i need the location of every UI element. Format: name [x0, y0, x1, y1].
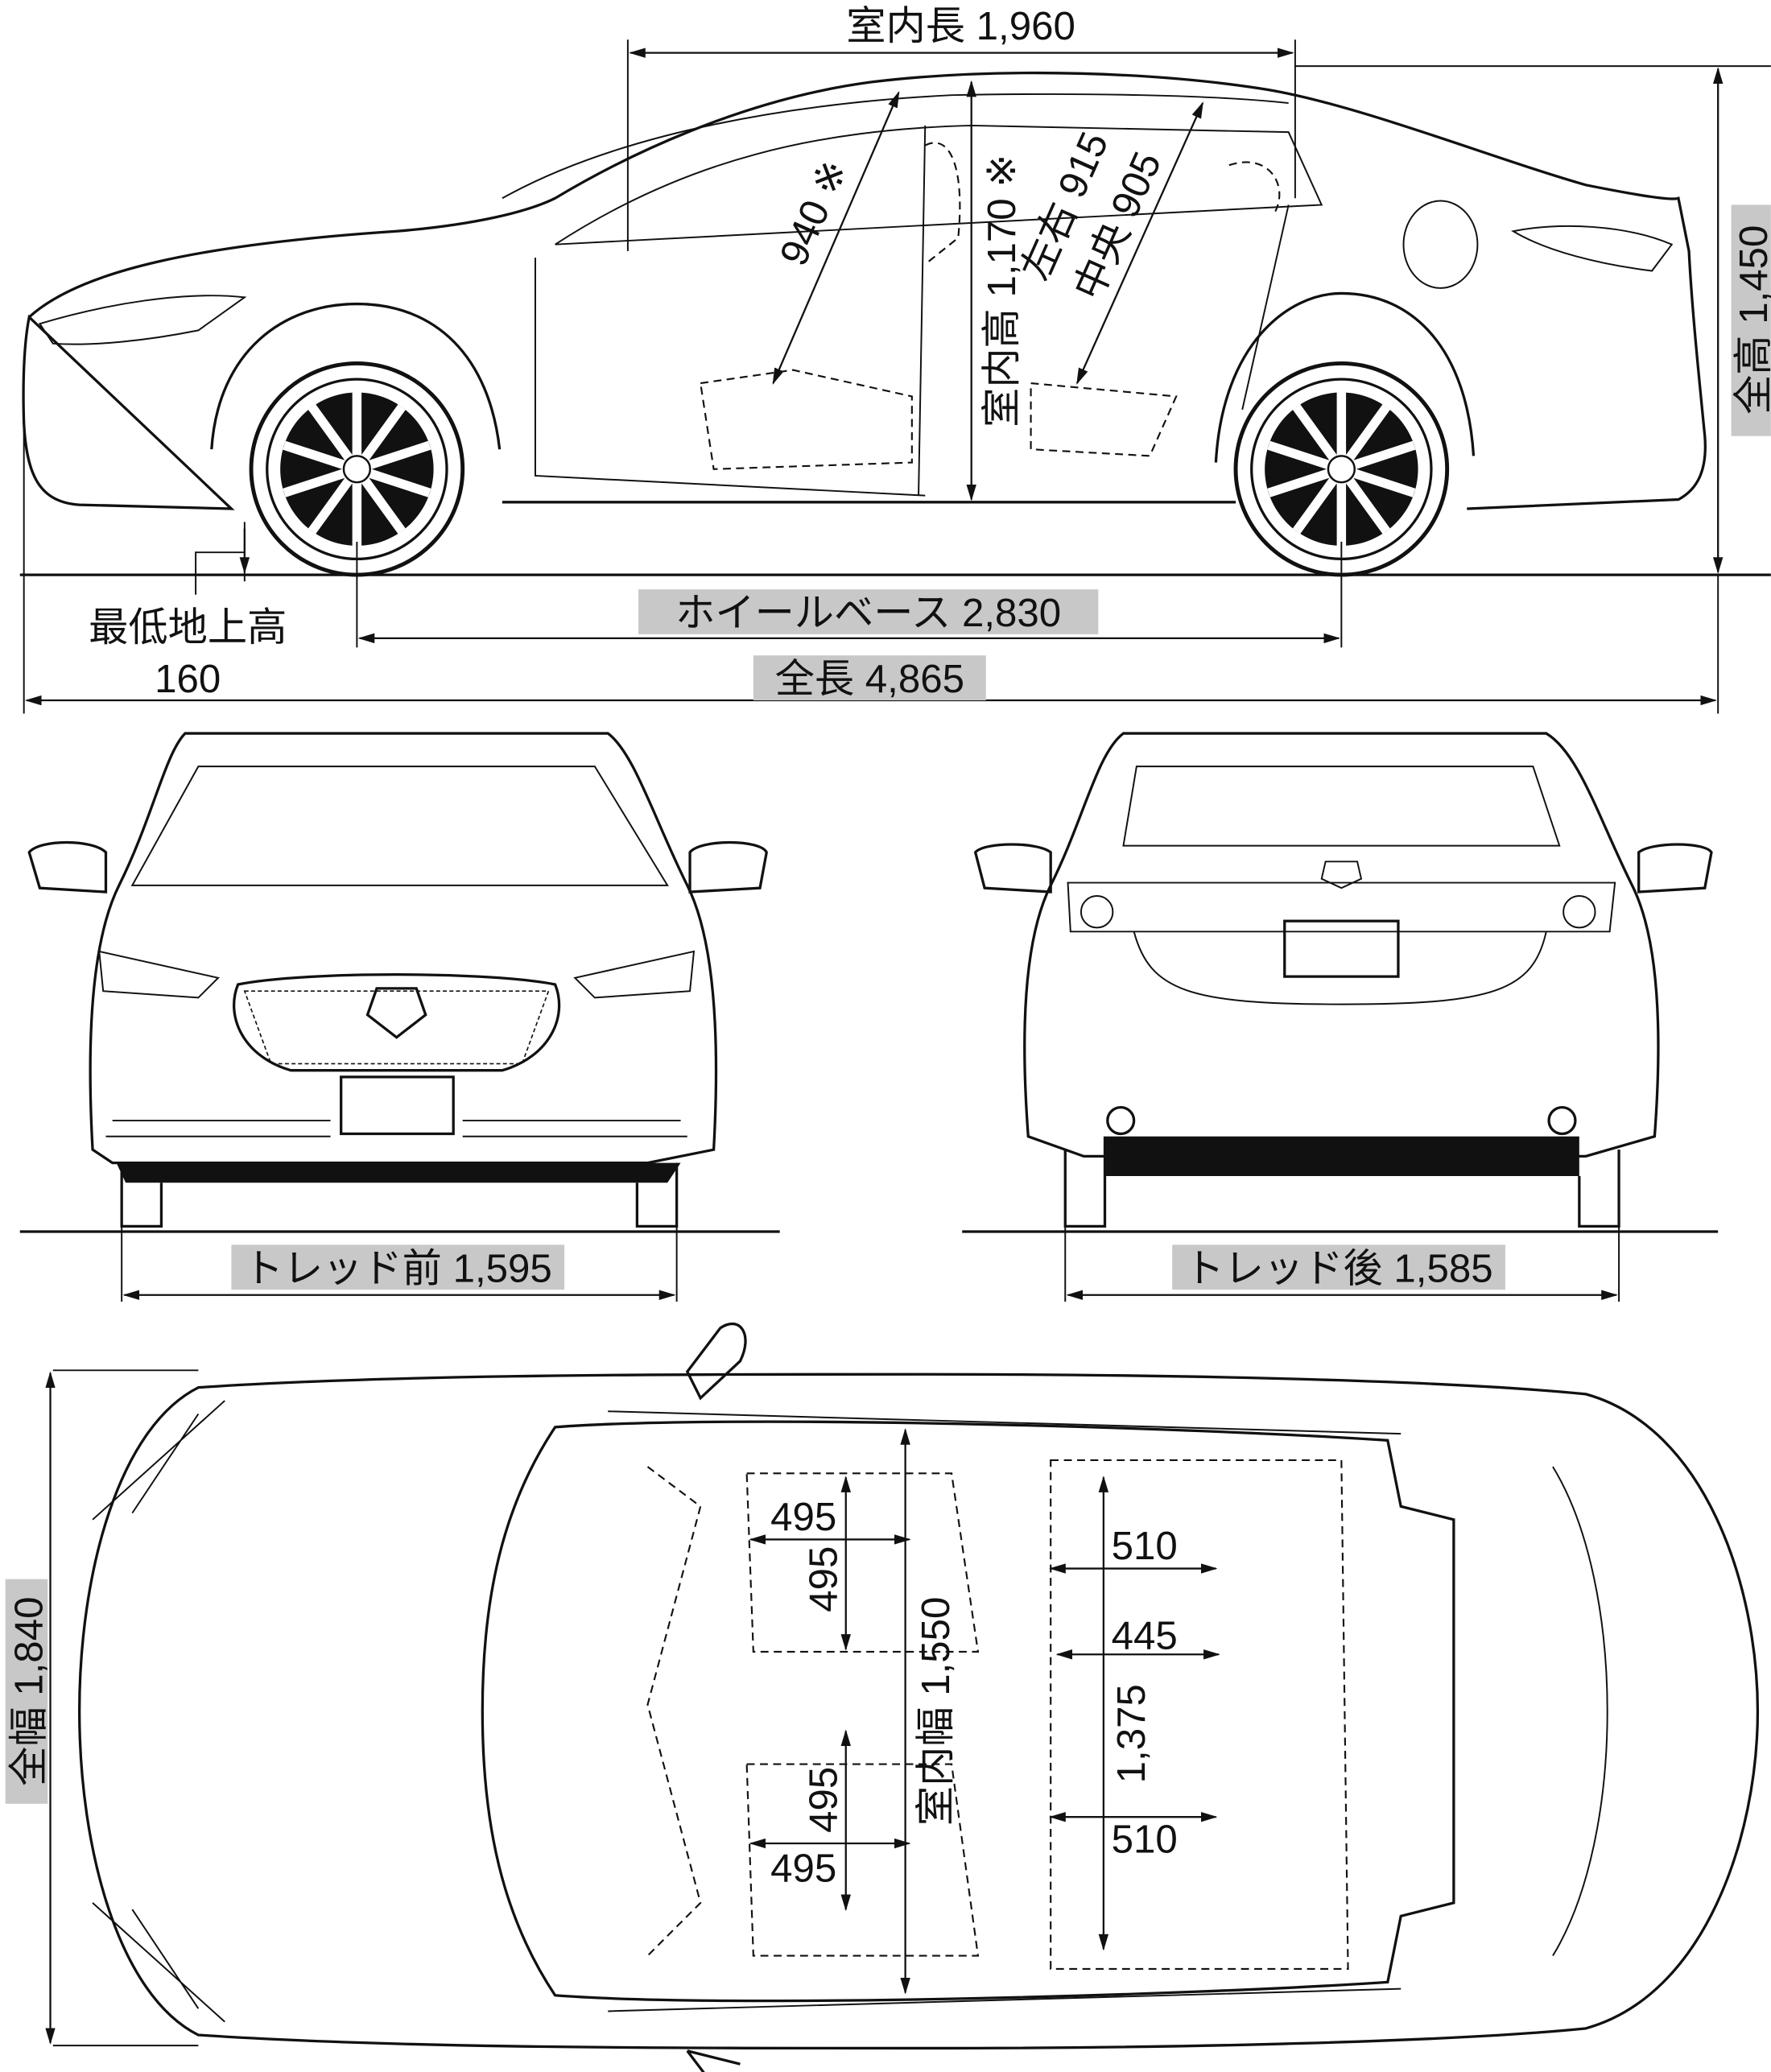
front-seat-depth-lower: 495 — [801, 1767, 845, 1833]
wheelbase-label: ホイールベース 2,830 — [675, 591, 1061, 635]
tread-rear-label: トレッド後 1,585 — [1185, 1246, 1493, 1290]
front-wheel — [249, 361, 465, 577]
tread-front-label: トレッド前 1,595 — [244, 1246, 552, 1290]
rear-wheel — [1233, 361, 1450, 577]
interior-length-label: 室内長 1,960 — [846, 4, 1075, 48]
front-seat-width-upper: 495 — [770, 1495, 836, 1539]
front-view: トレッド前 1,595 — [19, 732, 780, 1302]
overall-height-label: 全高 1,450 — [1732, 225, 1771, 415]
front-seat-width-lower: 495 — [770, 1847, 836, 1891]
front-headroom-label: 940 ※ — [771, 153, 857, 272]
rear-seat-upper: 510 — [1112, 1524, 1178, 1568]
rear-seat-lower: 510 — [1112, 1817, 1178, 1861]
overall-width-label: 全幅 1,840 — [7, 1597, 52, 1786]
ground-clearance-value: 160 — [155, 657, 221, 701]
interior-height-label: 室内高 1,170 ※ — [980, 154, 1024, 427]
overall-length-label: 全長 4,865 — [775, 657, 964, 701]
interior-width-label: 室内幅 1,550 — [914, 1597, 958, 1826]
side-view: 室内長 1,960 室内高 1,170 ※ 940 ※ 左右 915 中央 90… — [19, 4, 1771, 714]
top-view: 全幅 1,840 室内幅 1,550 495 495 495 495 510 4… — [5, 1322, 1760, 2072]
rear-center-label: 445 — [1112, 1614, 1178, 1658]
ground-clearance-label: 最低地上高 — [89, 605, 287, 650]
side-body-outline — [22, 71, 1707, 510]
front-seat-depth-upper: 495 — [801, 1546, 845, 1612]
rear-shoulder-label: 1,375 — [1109, 1684, 1154, 1783]
rear-view: トレッド後 1,585 — [962, 732, 1719, 1302]
